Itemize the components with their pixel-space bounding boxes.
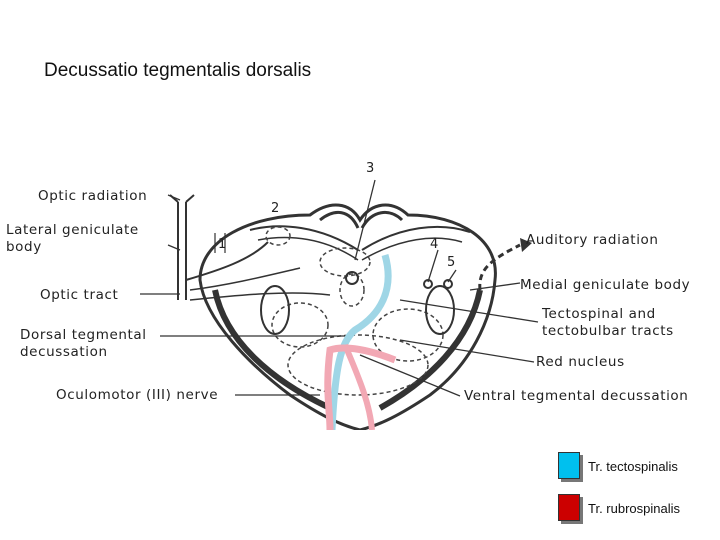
slide-title: Decussatio tegmentalis dorsalis [44, 60, 312, 81]
auditory-arrow [478, 243, 521, 291]
label-lateral-geniculate: Lateral geniculate [6, 222, 139, 238]
label-optic-radiation: Optic radiation [38, 188, 147, 204]
rubrospinal-tract [324, 344, 397, 430]
tectospinal-tract [328, 254, 392, 430]
label-tectospinal: Tectospinal and [541, 306, 656, 322]
label-lateral-geniculate-body: body [6, 239, 42, 255]
auditory-arrowhead [520, 238, 532, 252]
label-medial-geniculate: Medial geniculate body [520, 277, 690, 293]
label-ventral-tegmental: Ventral tegmental decussation [464, 388, 688, 404]
midbrain-outline [198, 203, 497, 430]
legend-swatch-tectospinalis [558, 452, 580, 479]
legend-label-rubrospinalis: Tr. rubrospinalis [588, 501, 680, 516]
legend-label-tectospinalis: Tr. tectospinalis [588, 459, 678, 474]
label-optic-tract: Optic tract [40, 287, 118, 303]
inner-structures [265, 226, 444, 396]
structure-5-marker [443, 279, 453, 289]
legend-swatch-rubrospinalis [558, 494, 580, 521]
label-dorsal-tegmental-decussation: decussation [20, 344, 108, 360]
optic-fibers [169, 194, 331, 301]
leader-lines [140, 179, 539, 397]
number-3: 3 [366, 161, 374, 176]
label-auditory-radiation: Auditory radiation [526, 232, 659, 248]
number-2: 2 [271, 201, 279, 216]
midbrain-diagram: Optic radiation Lateral geniculate body … [6, 161, 690, 430]
label-oculomotor-nerve: Oculomotor (III) nerve [56, 387, 218, 403]
structure-4-marker [423, 279, 433, 289]
number-1: 1 [218, 237, 226, 252]
label-red-nucleus: Red nucleus [536, 354, 625, 370]
label-dorsal-tegmental: Dorsal tegmental [20, 327, 147, 343]
label-tectobulbar: tectobulbar tracts [542, 323, 674, 339]
lateral-structures [260, 271, 455, 335]
number-5: 5 [447, 255, 455, 270]
rubrospinal-tract-right [342, 343, 375, 430]
legend-item-tectospinalis: Tr. tectospinalis [558, 452, 720, 482]
legend-item-rubrospinalis: Tr. rubrospinalis [558, 494, 720, 524]
number-4: 4 [430, 237, 438, 252]
